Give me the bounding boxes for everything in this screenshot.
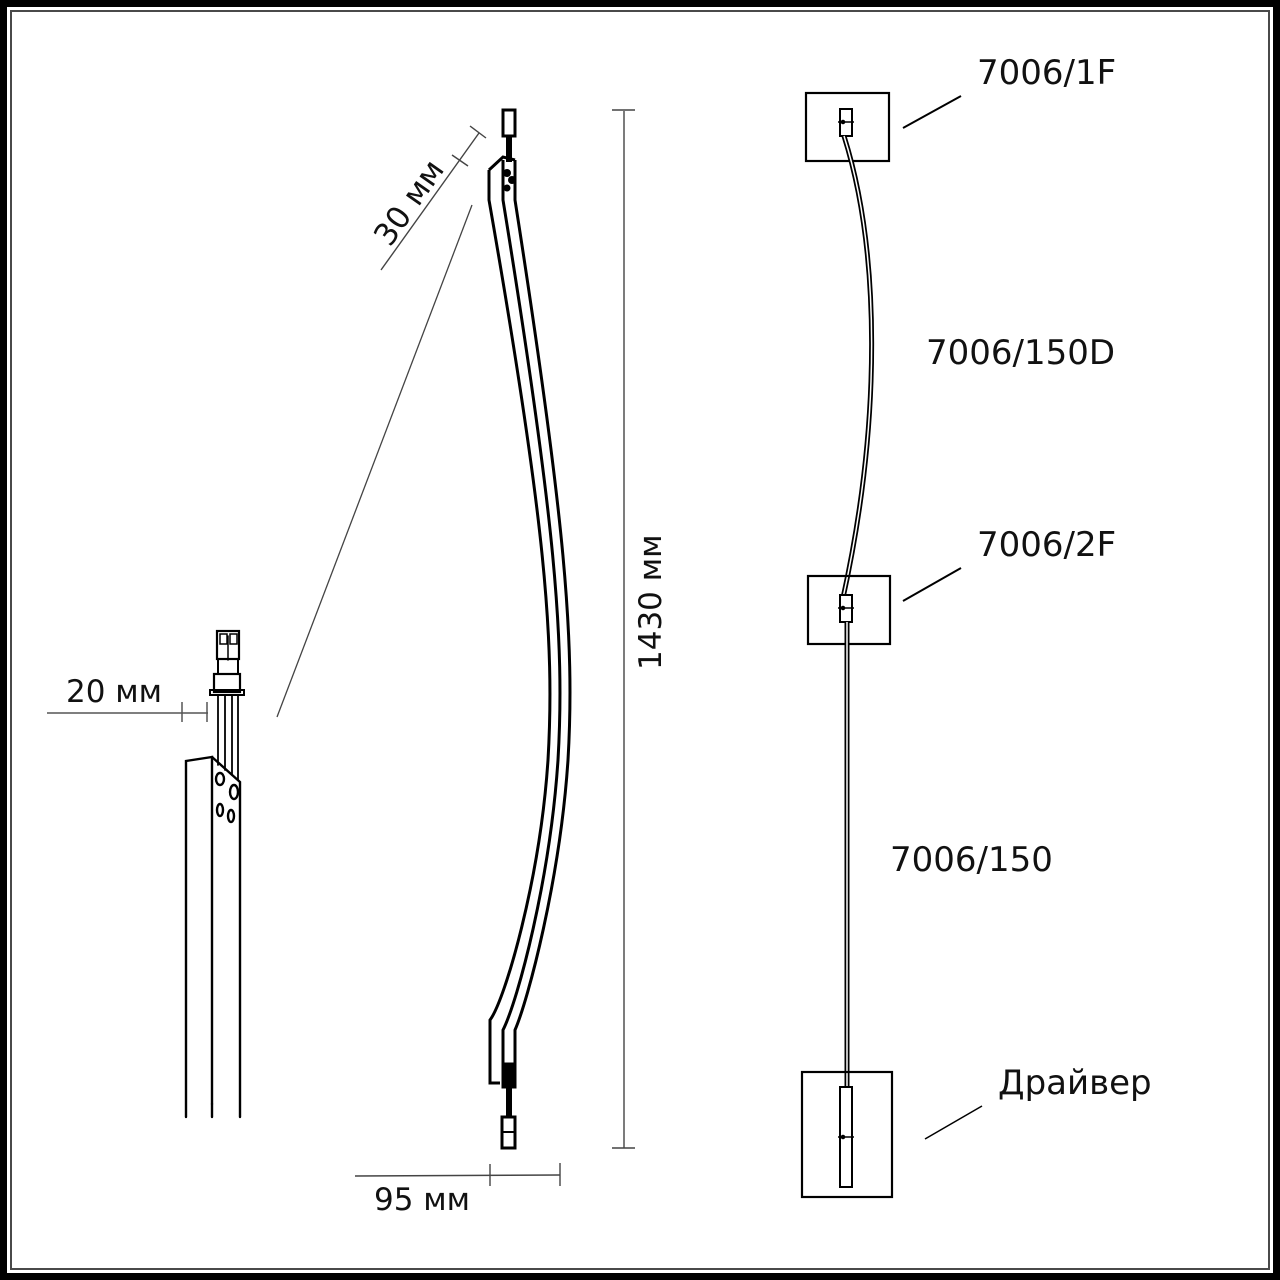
dimension-label-30mm: 30 мм: [367, 153, 452, 252]
dimension-1430mm: [612, 109, 635, 1149]
dimension-20mm: [47, 702, 208, 722]
dimension-30mm: [380, 125, 487, 271]
label-7006-1f: 7006/1F: [977, 53, 1116, 93]
driver-box: [800, 1070, 894, 1199]
label-driver: Драйвер: [998, 1063, 1152, 1103]
detail-leader-line: [276, 204, 473, 718]
dimension-95mm: [354, 1163, 561, 1186]
dimension-label-20mm: 20 мм: [66, 674, 162, 710]
label-7006-150d: 7006/150D: [926, 333, 1115, 373]
wiring-schematic: [800, 91, 983, 1199]
dimension-label-95mm: 95 мм: [374, 1182, 470, 1218]
dimension-label-1430mm: 1430 мм: [633, 534, 669, 670]
curved-luminaire: [487, 108, 572, 1150]
inner-frame-border: [10, 10, 1270, 1270]
top-connector-icon: [501, 108, 517, 138]
label-7006-150: 7006/150: [890, 840, 1053, 880]
label-7006-2f: 7006/2F: [977, 525, 1116, 565]
end-cap-box-1f: [804, 91, 891, 163]
profile-detail-view: [184, 629, 245, 1119]
